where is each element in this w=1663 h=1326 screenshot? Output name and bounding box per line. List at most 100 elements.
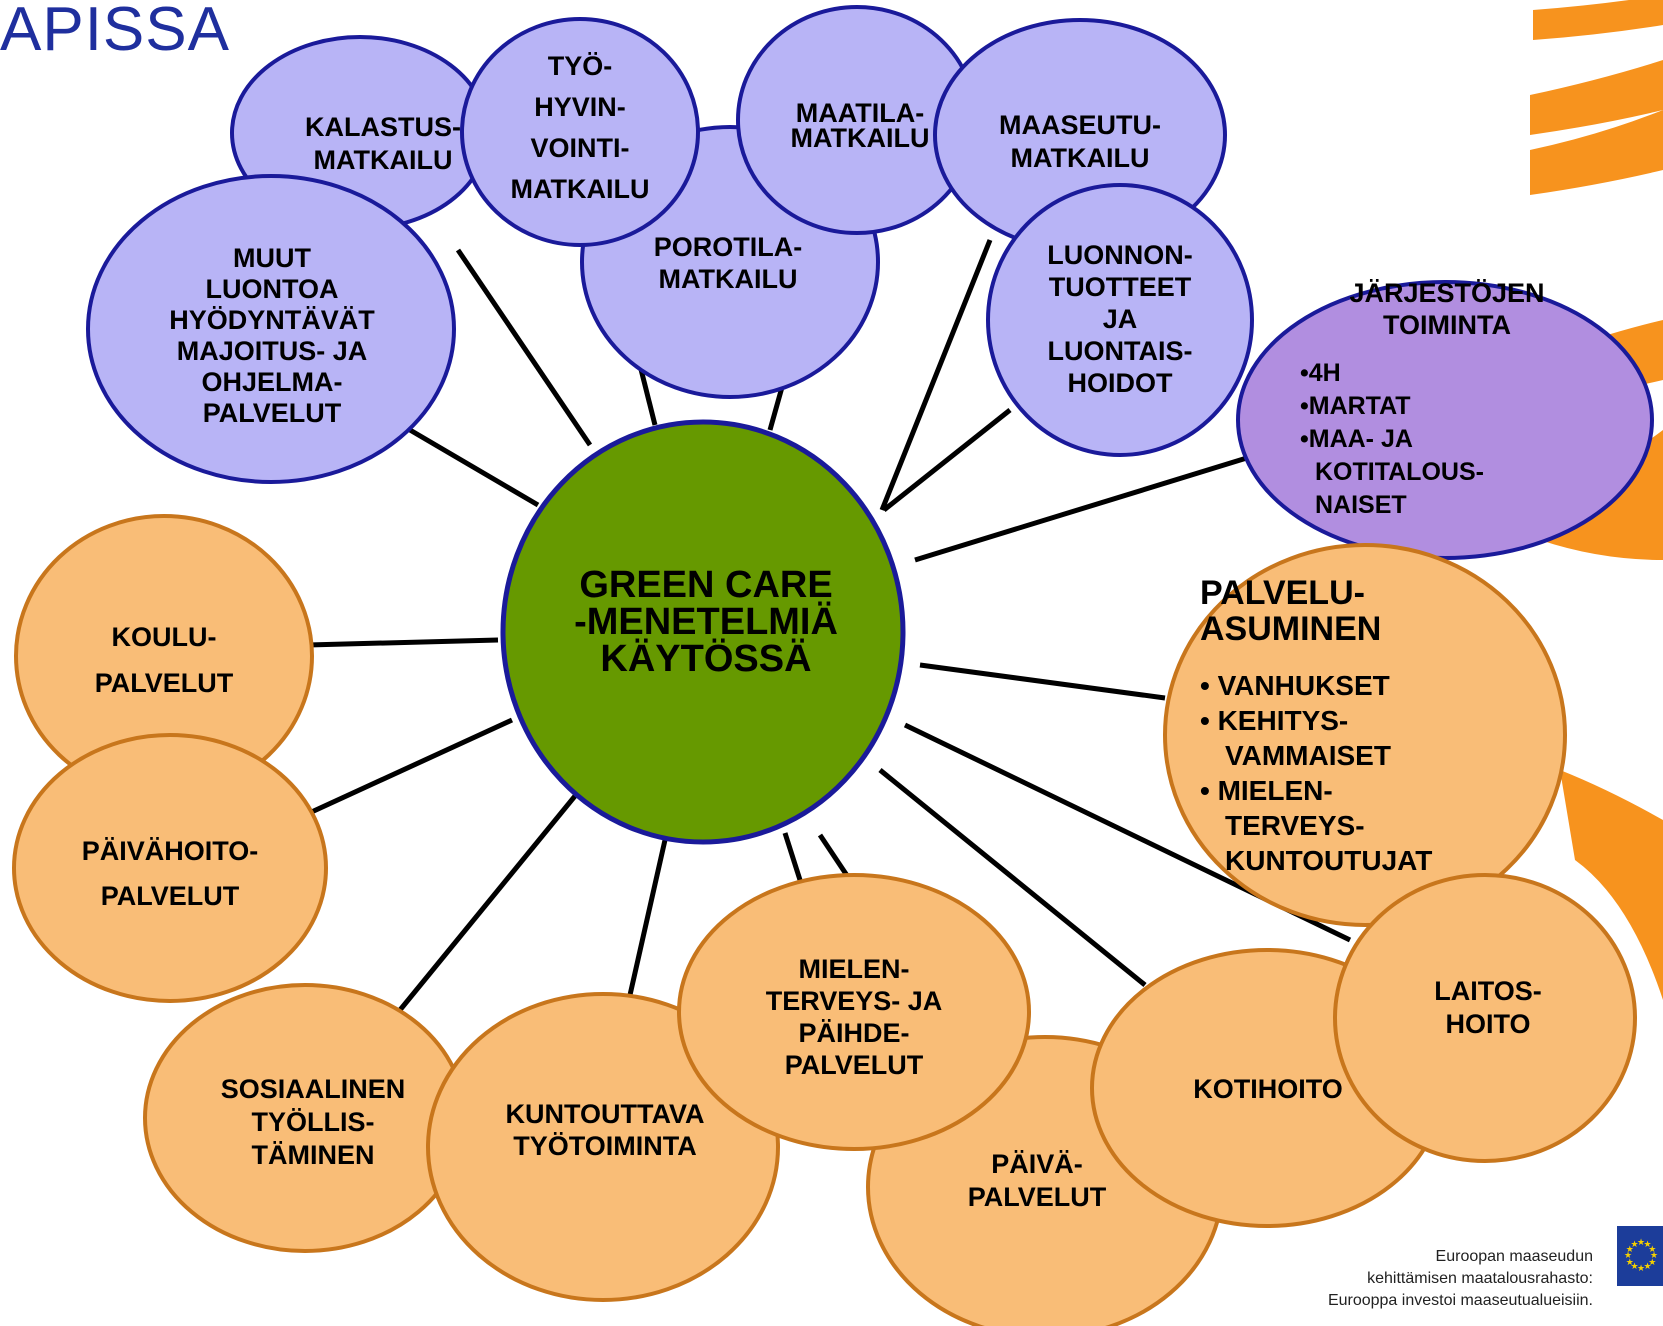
node-label: ASUMINEN <box>1200 610 1381 648</box>
node-bubble <box>1333 873 1637 1163</box>
node-label: PALVELU- <box>1200 574 1365 612</box>
node-label: TOIMINTA <box>1383 310 1511 340</box>
node-bubble <box>426 992 780 1302</box>
connector-line <box>627 839 668 996</box>
node-label: •4H <box>1300 359 1341 387</box>
eu-star-icon: ★ <box>1648 1256 1657 1267</box>
node-label: KUNTOUTTAVA <box>506 1099 705 1129</box>
node-laitoshoito: LAITOS-HOITO <box>1333 873 1637 1163</box>
node-label: MATKAILU <box>1011 143 1150 173</box>
node-label: LUONNON- <box>1047 240 1192 270</box>
node-label: JÄRJESTÖJEN <box>1349 278 1544 308</box>
decorative-swoosh <box>1530 110 1663 195</box>
node-label: MAJOITUS- JA <box>177 336 368 366</box>
diagram-nodes: KALASTUS-MATKAILUPOROTILA-MATKAILUTYÖ-HY… <box>12 5 1654 1326</box>
node-koulupalvelut: KOULU- PALVELUT <box>14 514 314 798</box>
decorative-swoosh <box>1560 770 1663 1000</box>
node-bubble <box>677 873 1031 1151</box>
connector-line <box>307 637 499 648</box>
node-label: MUUT <box>233 243 311 273</box>
eu-flag-icon: ★★★★★★★★★★★★ <box>1617 1226 1663 1286</box>
node-label: LUONTAIS- <box>1048 336 1193 366</box>
eu-star-icon: ★ <box>1624 1250 1633 1260</box>
node-label: VAMMAISET <box>1225 740 1391 771</box>
node-label: PÄIHDE- <box>798 1018 909 1048</box>
footer-line: Eurooppa investoi maaseutualueisiin. <box>1327 1292 1593 1309</box>
node-label: PALVELUT <box>785 1050 924 1080</box>
eu-star-icon: ★ <box>1625 1256 1634 1267</box>
node-label: KÄYTÖSSÄ <box>600 637 811 680</box>
eu-star-icon: ★ <box>1643 1261 1652 1272</box>
node-label: GREEN CARE <box>579 564 832 606</box>
connector-line <box>455 248 593 447</box>
eu-star-icon: ★ <box>1630 1261 1639 1272</box>
node-label: PALVELUT <box>203 398 342 428</box>
node-label: PALVELUT <box>101 881 240 911</box>
node-label: • KEHITYS- <box>1200 705 1348 736</box>
footer-text: Euroopan maaseudun kehittämisen maatalou… <box>1328 1246 1593 1312</box>
node-label: HYVIN- <box>534 92 626 122</box>
footer-line: kehittämisen maatalousrahasto: <box>1367 1270 1593 1287</box>
node-label: HOITO <box>1445 1009 1530 1039</box>
node-label: •MAA- JA <box>1300 425 1413 453</box>
eu-star-icon: ★ <box>1630 1238 1639 1249</box>
node-label: MIELEN- <box>799 954 910 984</box>
node-paivahoitopalvelut: PÄIVÄHOITO- PALVELUT <box>12 733 328 1003</box>
node-label: MAATILA- <box>796 98 924 128</box>
eu-star-icon: ★ <box>1648 1243 1657 1254</box>
node-label: KOTITALOUS- <box>1315 458 1484 486</box>
node-maatilamatkailu: MAATILA-MATKAILU <box>736 5 978 235</box>
node-label: PALVELUT <box>95 668 234 698</box>
decorative-swoosh <box>1533 0 1663 40</box>
node-label: TERVEYS- <box>1225 810 1365 841</box>
node-label: SOSIAALINEN <box>221 1074 406 1104</box>
connector-line <box>914 454 1251 563</box>
node-label: • MIELEN- <box>1200 775 1333 806</box>
node-label: VOINTI- <box>531 133 630 163</box>
connector-line <box>919 662 1166 701</box>
node-label: KOULU- <box>112 622 217 652</box>
node-label: JA <box>1103 304 1138 334</box>
node-label: KUNTOUTUJAT <box>1225 845 1432 876</box>
node-tyohyvinvointimatkailu: TYÖ- HYVIN- VOINTI- MATKAILU <box>460 17 700 247</box>
node-label: LAITOS- <box>1434 976 1542 1006</box>
node-label: NAISET <box>1315 491 1407 519</box>
node-label: HYÖDYNTÄVÄT <box>169 305 375 335</box>
eu-star-icon: ★ <box>1637 1237 1646 1247</box>
node-label: -MENETELMIÄ <box>574 600 838 643</box>
node-label: KOTIHOITO <box>1193 1074 1343 1104</box>
node-label: MATKAILU <box>659 264 798 294</box>
node-label: TERVEYS- JA <box>766 986 943 1016</box>
node-bubble <box>1236 280 1654 560</box>
eu-star-icon: ★ <box>1650 1250 1659 1260</box>
node-label: TYÖ- <box>548 51 613 81</box>
node-bubble <box>1163 543 1567 927</box>
connector-line <box>882 408 1012 512</box>
eu-star-icon: ★ <box>1637 1263 1646 1273</box>
node-label: PÄIVÄHOITO- <box>82 836 259 866</box>
connector-line <box>879 239 993 511</box>
node-label: MATKAILU <box>511 174 650 204</box>
connector-line <box>408 427 540 508</box>
node-bubble <box>986 183 1254 457</box>
node-label: TUOTTEET <box>1049 272 1192 302</box>
decorative-swoosh <box>1530 60 1663 135</box>
eu-star-icon: ★ <box>1625 1243 1634 1254</box>
node-label: PALVELUT <box>968 1182 1107 1212</box>
node-label: TÄMINEN <box>252 1140 375 1170</box>
node-label: MATKAILU <box>314 145 453 175</box>
connector-line <box>817 833 853 882</box>
node-label: LUONTOA <box>206 274 339 304</box>
node-label: PÄIVÄ- <box>991 1149 1083 1179</box>
node-palveluasuminen: PALVELU-ASUMINEN• VANHUKSET• KEHITYS-VAM… <box>1163 543 1567 927</box>
connector-line <box>303 717 514 818</box>
connector-line <box>398 794 577 1012</box>
node-label: MATKAILU <box>791 123 930 153</box>
